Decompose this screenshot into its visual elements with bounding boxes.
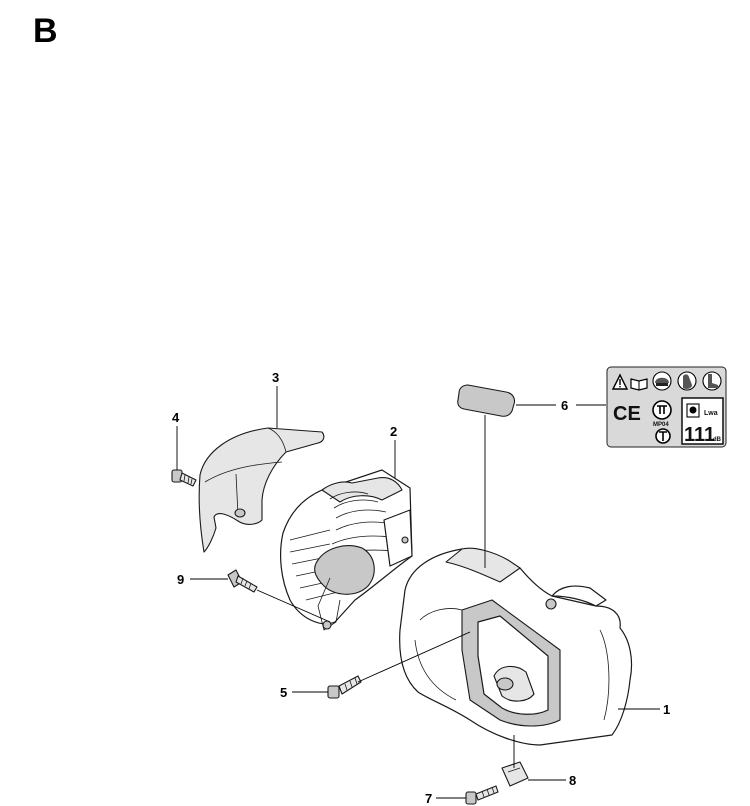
lwa-label: Lwa [704,410,718,417]
part-4-screw[interactable] [171,469,197,487]
sound-level-value: 111 [684,424,715,446]
gost-certification-icon [652,400,672,420]
protective-helmet-icon [652,371,672,391]
part-3-top-cover[interactable] [198,427,325,553]
gost-r-mark-icon [655,428,671,444]
ce-mark: CE [613,403,641,425]
part-6-label[interactable] [457,384,516,417]
callout-4: 4 [172,410,180,425]
callout-3: 3 [272,370,279,385]
callout-5: 5 [280,685,287,700]
sound-level-unit: dB [713,437,722,443]
callout-8: 8 [569,773,576,788]
gost-code: MP04 [653,422,669,428]
leader-lines [176,386,660,799]
callout-2: 2 [390,424,397,439]
part-8-clip[interactable] [501,761,529,787]
warning-decal: CE MP04 Lwa 111 dB [606,366,727,448]
part-2-cylinder-shroud[interactable] [279,469,413,631]
callout-1: 1 [663,702,670,717]
section-letter: B [33,12,58,50]
sound-power-icon [686,403,700,418]
callout-9: 9 [177,572,184,587]
part-7-screw[interactable] [465,785,499,805]
part-5-screw[interactable] [327,675,362,699]
part-1-main-housing[interactable] [399,547,633,746]
callout-6: 6 [561,398,568,413]
protective-gloves-icon [677,371,697,391]
callout-7: 7 [425,791,432,806]
protective-boots-icon [702,371,722,391]
manual-book-icon [630,378,648,391]
part-9-screw[interactable] [227,569,258,593]
